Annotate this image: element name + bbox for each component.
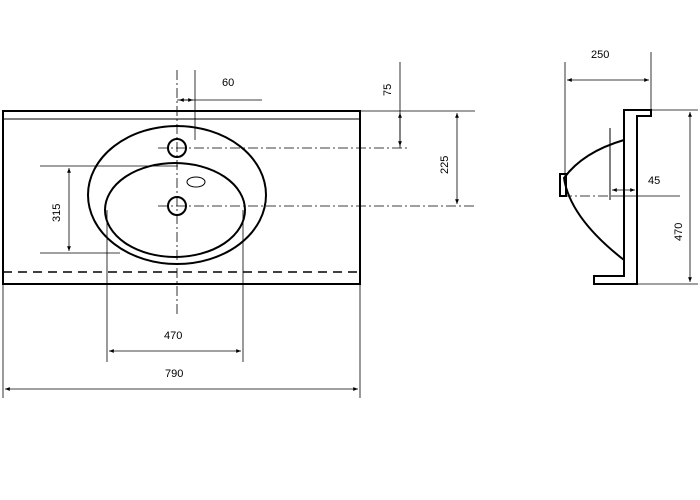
dimension-470-width: 470 — [106, 210, 244, 362]
dimension-790-label: 790 — [165, 368, 183, 380]
dimension-470-height: 470 — [637, 109, 698, 285]
dimension-225: 225 — [410, 110, 475, 205]
dimension-60-label: 60 — [222, 77, 234, 89]
dimension-75-label: 75 — [382, 84, 394, 96]
dimension-250: 250 — [564, 49, 652, 178]
dimension-790: 790 — [2, 284, 361, 398]
dimension-250-label: 250 — [591, 49, 609, 61]
countertop-outline — [2, 110, 361, 285]
dimension-60: 60 — [177, 70, 262, 140]
overflow-hole — [186, 176, 206, 188]
dimension-75: 75 — [360, 62, 410, 148]
dimension-225-label: 225 — [439, 156, 451, 174]
basin-bowl — [104, 162, 246, 258]
dimension-470-height-label: 470 — [673, 223, 685, 241]
side-view: 250 45 470 — [559, 49, 698, 285]
side-bowl-curve — [562, 139, 625, 261]
dimension-470-width-label: 470 — [164, 330, 182, 342]
dimension-315-label: 315 — [51, 204, 63, 222]
top-view: 60 75 225 315 470 — [2, 62, 475, 398]
dimension-45: 45 — [612, 175, 680, 197]
dimension-45-label: 45 — [648, 175, 660, 187]
